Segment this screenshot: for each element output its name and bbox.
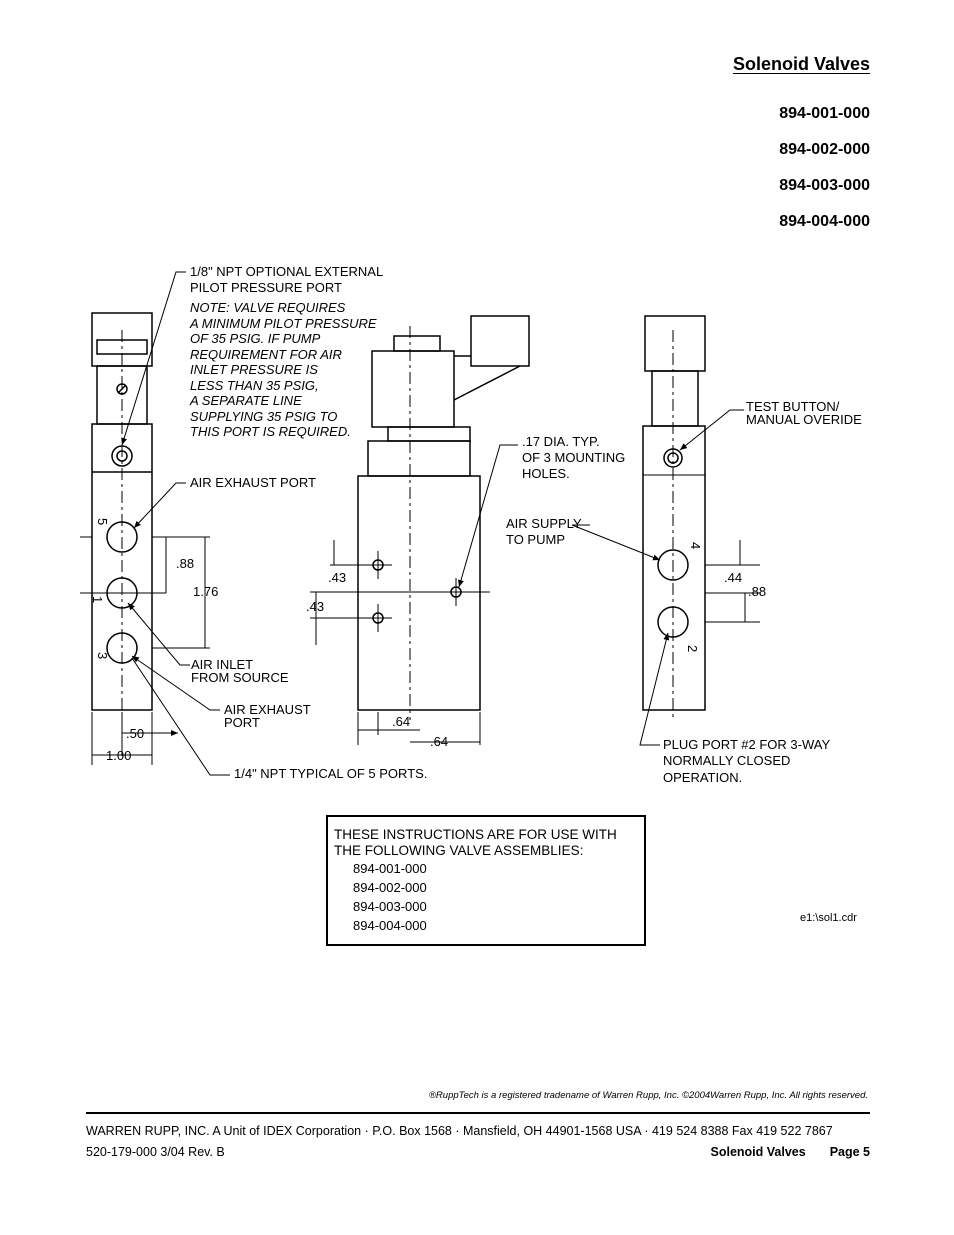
box-title-line: THESE INSTRUCTIONS ARE FOR USE WITH — [334, 827, 617, 842]
box-item: 894-003-000 — [353, 899, 427, 914]
mounting-label: HOLES. — [522, 466, 570, 481]
dimension-label: .43 — [306, 599, 324, 614]
box-item: 894-002-000 — [353, 880, 427, 895]
file-reference: e1:\sol1.cdr — [800, 912, 857, 924]
air-supply-label: TO PUMP — [506, 532, 565, 547]
footer-company: WARREN RUPP, INC. A Unit of IDEX Corpora… — [86, 1124, 833, 1138]
plug-port-label: NORMALLY CLOSED — [663, 753, 790, 768]
valve-body-right — [642, 425, 706, 711]
note-line: INLET PRESSURE IS — [190, 362, 318, 377]
dimension-label: .50 — [126, 726, 144, 741]
instructions-box: THESE INSTRUCTIONS ARE FOR USE WITH THE … — [326, 815, 646, 946]
air-exhaust-port-label: AIR EXHAUST PORT — [190, 475, 316, 490]
dimension-label: 1.00 — [106, 748, 131, 763]
plug-port-label: PLUG PORT #2 FOR 3-WAY — [663, 737, 830, 752]
part-number: 894-003-000 — [779, 177, 870, 194]
air-inlet-label: FROM SOURCE — [191, 670, 289, 685]
note-line: SUPPLYING 35 PSIG TO — [190, 409, 337, 424]
pilot-port-label: 1/8" NPT OPTIONAL EXTERNAL — [190, 264, 383, 279]
air-inlet-label: AIR INLET — [191, 657, 253, 672]
part-number: 894-004-000 — [779, 213, 870, 230]
port-number: 5 — [95, 518, 110, 525]
note-line: NOTE: VALVE REQUIRES — [190, 300, 346, 315]
port-number: 1 — [90, 596, 105, 603]
box-title: THESE INSTRUCTIONS ARE FOR USE WITH THE … — [334, 827, 644, 859]
note-line: OF 35 PSIG. IF PUMP — [190, 331, 321, 346]
box-title-line: THE FOLLOWING VALVE ASSEMBLIES: — [334, 843, 584, 858]
footer-section: Solenoid Valves — [710, 1145, 806, 1159]
test-button-label: TEST BUTTON/ — [746, 399, 840, 414]
page-title: Solenoid Valves — [732, 54, 870, 74]
pilot-port-label: PILOT PRESSURE PORT — [190, 280, 342, 295]
dimension-label: .44 — [724, 570, 742, 585]
note-line: THIS PORT IS REQUIRED. — [190, 424, 351, 439]
valve-body-center — [357, 475, 481, 711]
footer-divider — [86, 1112, 870, 1114]
note-line: A SEPARATE LINE — [189, 393, 302, 408]
footer-page: Page 5 — [829, 1145, 870, 1159]
note-line: REQUIREMENT FOR AIR — [190, 347, 342, 362]
footer-page-info: Solenoid Valves Page 5 — [711, 1145, 871, 1159]
dimension-label: .64 — [430, 734, 448, 749]
box-item: 894-001-000 — [353, 861, 427, 876]
dimension-label: .43 — [328, 570, 346, 585]
solenoid-coil-center — [371, 350, 455, 428]
port-number: 4 — [688, 542, 703, 549]
note-line: LESS THAN 35 PSIG, — [190, 378, 319, 393]
air-exhaust-label: AIR EXHAUST — [224, 702, 311, 717]
dimension-label: .88 — [176, 556, 194, 571]
box-item: 894-004-000 — [353, 918, 427, 933]
dimension-label: 1.76 — [193, 584, 218, 599]
npt-ports-label: 1/4" NPT TYPICAL OF 5 PORTS. — [234, 766, 427, 781]
test-button-label: MANUAL OVERIDE — [746, 412, 862, 427]
port-number: 2 — [685, 645, 700, 652]
dimension-label: .88 — [748, 584, 766, 599]
solenoid-cap-right — [644, 315, 706, 372]
mounting-label: .17 DIA. TYP. — [522, 434, 600, 449]
plug-port-label: OPERATION. — [663, 770, 742, 785]
part-number: 894-001-000 — [779, 105, 870, 122]
dimension-label: .64 — [392, 714, 410, 729]
valve-drawing: 1/8" NPT OPTIONAL EXTERNAL PILOT PRESSUR… — [80, 264, 862, 785]
port-number: 3 — [95, 652, 110, 659]
connector-center — [470, 315, 530, 367]
part-number: 894-002-000 — [779, 141, 870, 158]
air-supply-label: AIR SUPPLY — [506, 516, 582, 531]
trademark-notice: ®RuppTech is a registered tradename of W… — [428, 1090, 868, 1101]
footer-doc-number: 520-179-000 3/04 Rev. B — [86, 1145, 225, 1159]
solenoid-coil-right — [651, 370, 699, 427]
port-4-circle — [657, 549, 689, 581]
mounting-label: OF 3 MOUNTING — [522, 450, 625, 465]
air-exhaust-label: PORT — [224, 715, 260, 730]
note-line: A MINIMUM PILOT PRESSURE — [189, 316, 377, 331]
